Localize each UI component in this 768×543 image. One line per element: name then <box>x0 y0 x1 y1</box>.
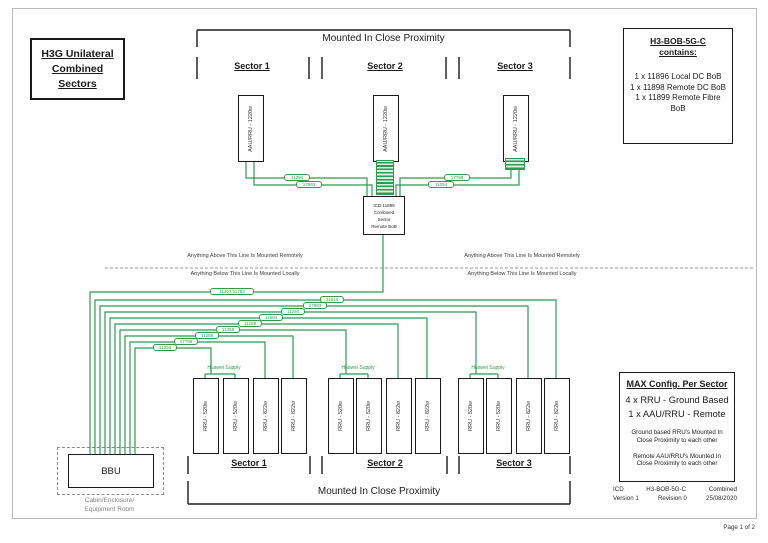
remote-bob-line: Remote BoB <box>371 223 397 229</box>
bob-contains-item: 1 x 11899 Remote Fibre BoB <box>635 93 721 113</box>
top-sector2-label: Sector 2 <box>367 61 403 71</box>
remote-bob-line: ICD 11899 <box>373 202 395 208</box>
max-config-note: Ground based RRU's Mounted In Close Prox… <box>631 429 723 444</box>
boundary-above-label-left: Anything Above This Line Is Mounted Remo… <box>187 253 303 259</box>
title-block-version: Version 1 <box>613 495 639 502</box>
bbu-label: BBU <box>101 465 121 477</box>
rru-label: RRU - 520w <box>203 401 209 431</box>
title-block-revision: Revision 0 <box>657 495 687 502</box>
aau-rru-unit-sector2: AAU/RRU - 1220w <box>373 95 399 162</box>
title-block-date: 25/08/2020 <box>706 495 737 502</box>
top-sector3-label: Sector 3 <box>497 61 533 71</box>
rru-label: RRU - 520w <box>496 401 502 431</box>
rru-box: RRU - 822w <box>386 378 412 454</box>
max-config-line: 4 x RRU - Ground Based <box>625 395 729 405</box>
page-number-label: Page 1 of 2 <box>723 524 755 531</box>
rru-label: RRU - 520w <box>366 401 372 431</box>
equipment-room-outline <box>57 447 164 495</box>
cable-label: 11294 <box>284 174 310 181</box>
top-proximity-label: Mounted In Close Proximity <box>322 33 445 44</box>
cable-label: 11294 <box>428 181 454 188</box>
branch-cable-label: 11259 <box>195 332 219 339</box>
remote-bob-box: ICD 11899 Combined Sector Remote BoB <box>363 196 405 235</box>
rru-box: RRU - 520w <box>223 378 249 454</box>
boundary-above-label-right: Anything Above This Line Is Mounted Remo… <box>464 253 580 259</box>
title-block-doc-type: ICD <box>613 486 624 493</box>
branch-cable-label: 11358 <box>216 326 240 333</box>
diagram-title-line: H3G Unilateral <box>41 47 114 60</box>
rru-label: RRU - 822w <box>263 401 269 431</box>
rru-label: RRU - 520w <box>233 401 239 431</box>
bob-contains-title: H3-BOB-5G-C <box>650 36 706 46</box>
bottom-proximity-label: Mounted In Close Proximity <box>317 486 441 497</box>
branch-cable-label: 11294 <box>281 308 305 315</box>
rru-label: RRU - 822w <box>425 401 431 431</box>
equipment-room-line: Cabin/Enclosure/ <box>84 497 135 504</box>
branch-cable-label: 11613 <box>320 296 344 303</box>
max-config-line: 1 x AAU/RRU - Remote <box>628 408 726 419</box>
rru-box: RRU - 822w <box>415 378 441 454</box>
max-config-title: MAX Config. Per Sector <box>626 379 728 389</box>
aau-rru-unit-sector1: AAU/RRU - 1220w <box>238 95 264 162</box>
rru-label: RRU - 822w <box>526 401 532 431</box>
trunk-cable-label: 11207/11793 <box>210 288 254 295</box>
boundary-below-label-right: Anything Below This Line Is Mounted Loca… <box>467 271 577 277</box>
equipment-room-label: Cabin/Enclosure/ Equipment Room <box>59 497 160 514</box>
aau-rru-unit-sector3: AAU/RRU - 1220w <box>503 95 529 162</box>
diagram-title-line: Combined <box>51 62 104 75</box>
aau-rru-label: AAU/RRU - 1220w <box>383 105 389 152</box>
bottom-sector3-label: Sector 3 <box>496 458 532 468</box>
bbu-box: BBU <box>68 454 154 488</box>
rru-box: RRU - 822w <box>253 378 279 454</box>
branch-cable-label: 11294 <box>153 344 177 351</box>
branch-cable-label: 17799 <box>174 338 198 345</box>
title-block-doc-id: H3-BOB-5G-C <box>646 486 687 493</box>
bottom-sector1-label: Sector 1 <box>231 458 267 468</box>
bob-contains-subtitle: contains: <box>659 47 697 57</box>
branch-cable-label: 17993 <box>303 302 327 309</box>
rru-box: RRU - 520w <box>356 378 382 454</box>
remote-bob-line: Combined <box>373 209 395 215</box>
title-block-doc-variant: Combined <box>708 486 737 493</box>
rru-label: RRU - 822w <box>554 401 560 431</box>
cable-connector-block <box>505 158 525 170</box>
title-block: ICD H3-BOB-5G-C Combined Version 1 Revis… <box>613 485 737 503</box>
equipment-room-line: Equipment Room <box>84 505 135 513</box>
max-config-note: Remote AAU/RRU's Mounted In Close Proxim… <box>633 452 721 468</box>
remote-bob-line: Sector <box>377 216 391 222</box>
diagram-title-box: H3G Unilateral Combined Sectors <box>30 38 125 100</box>
cable-label: 17799 <box>444 174 470 181</box>
rru-box: RRU - 520w <box>193 378 219 454</box>
bob-contains-item: 1 x 11898 Remote DC BoB <box>630 82 726 92</box>
aau-rru-label: AAU/RRU - 1220w <box>513 105 519 152</box>
rru-box: RRU - 822w <box>544 378 570 454</box>
rru-label: RRU - 520w <box>468 401 474 431</box>
rru-box: RRU - 520w <box>328 378 354 454</box>
top-sector1-label: Sector 1 <box>234 61 270 71</box>
bottom-sector2-label: Sector 2 <box>367 458 403 468</box>
rru-box: RRU - 520w <box>486 378 512 454</box>
page-border <box>12 8 757 519</box>
branch-cable-label: 11258 <box>238 320 262 327</box>
rru-label: RRU - 822w <box>291 401 297 431</box>
bob-contains-box: H3-BOB-5G-C contains: 1 x 11896 Local DC… <box>623 28 733 144</box>
huawei-supply-label-sector1: Huawei Supply <box>207 365 241 371</box>
bob-contains-item: 1 x 11896 Local DC BoB <box>634 72 722 81</box>
rru-label: RRU - 822w <box>396 401 402 431</box>
fibre-coil <box>376 160 394 195</box>
huawei-supply-label-sector2: Huawei Supply <box>341 365 375 371</box>
boundary-below-label-left: Anything Below This Line Is Mounted Loca… <box>190 271 300 277</box>
branch-cable-label: 11594 <box>259 314 283 321</box>
rru-box: RRU - 520w <box>458 378 484 454</box>
rru-label: RRU - 520w <box>338 401 344 431</box>
cable-label: 17993 <box>296 181 322 188</box>
huawei-supply-label-sector3: Huawei Supply <box>471 365 505 371</box>
rru-box: RRU - 822w <box>516 378 542 454</box>
max-config-box: MAX Config. Per Sector 4 x RRU - Ground … <box>619 372 735 482</box>
rru-box: RRU - 822w <box>281 378 307 454</box>
aau-rru-label: AAU/RRU - 1220w <box>248 105 254 152</box>
diagram-title-line: Sectors <box>58 77 97 90</box>
